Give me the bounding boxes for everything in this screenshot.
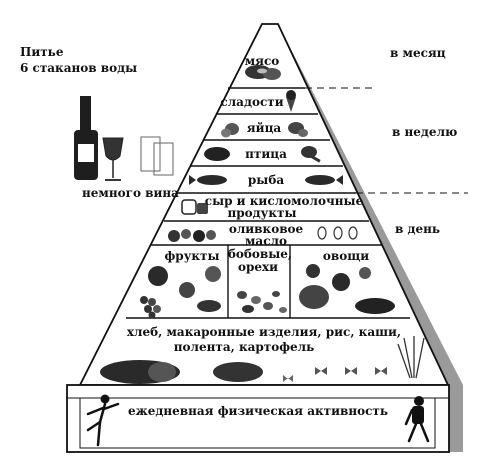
grapes-icon bbox=[140, 296, 161, 319]
runner-icon bbox=[86, 394, 120, 447]
vegetable-icon bbox=[299, 264, 395, 314]
level-fruits: фрукты bbox=[164, 249, 220, 263]
level-eggs: яйца bbox=[246, 121, 282, 135]
frequency-month: в месяц bbox=[390, 46, 446, 60]
level-cheese-line2: продукты bbox=[227, 206, 297, 220]
drink-water-text: 6 стаканов воды bbox=[20, 61, 138, 75]
level-legumes-line2: орехи bbox=[237, 260, 279, 274]
pasta-icon bbox=[283, 367, 387, 382]
apple-icon bbox=[148, 266, 221, 312]
wine-glass-icon bbox=[102, 137, 124, 181]
level-poultry: птица bbox=[245, 147, 287, 161]
frequency-week: в неделю bbox=[392, 125, 458, 139]
level-olive-line1: оливковое bbox=[228, 222, 304, 236]
drink-wine-text: немного вина bbox=[82, 186, 179, 200]
level-vegetables: овощи bbox=[322, 249, 370, 263]
ice-cream-icon bbox=[286, 90, 296, 112]
steak-icon bbox=[245, 65, 281, 80]
bread-icon bbox=[100, 360, 263, 384]
level-grains-line2: полента, картофель bbox=[173, 340, 315, 354]
water-glasses-icon bbox=[140, 136, 174, 176]
fish-icon bbox=[189, 175, 343, 185]
level-fish: рыба bbox=[247, 173, 285, 187]
pyramid-tiers bbox=[126, 87, 410, 319]
cheese-icon bbox=[181, 199, 208, 215]
nut-icon bbox=[237, 291, 287, 313]
level-grains-line1: хлеб, макаронные изделия, рис, каши, bbox=[126, 325, 402, 339]
level-cheese-line1: сыр и кисломолочные bbox=[204, 194, 364, 208]
level-olive-line2: масло bbox=[245, 234, 287, 248]
pyramid-base bbox=[66, 384, 450, 453]
frequency-day: в день bbox=[395, 222, 441, 236]
chicken-leg-icon bbox=[204, 146, 321, 163]
egg-icon bbox=[221, 122, 308, 138]
level-legumes-line1: бобовые, bbox=[227, 247, 293, 261]
level-activity: ежедневная физическая активность bbox=[127, 404, 389, 418]
wine-bottle-icon bbox=[74, 96, 98, 180]
walker-icon bbox=[404, 396, 430, 443]
wheat-icon bbox=[397, 336, 425, 379]
level-meat: мясо bbox=[244, 54, 280, 68]
drink-title: Питье bbox=[20, 45, 64, 59]
level-sweets: сладости bbox=[220, 95, 284, 109]
olive-icon bbox=[168, 226, 358, 242]
